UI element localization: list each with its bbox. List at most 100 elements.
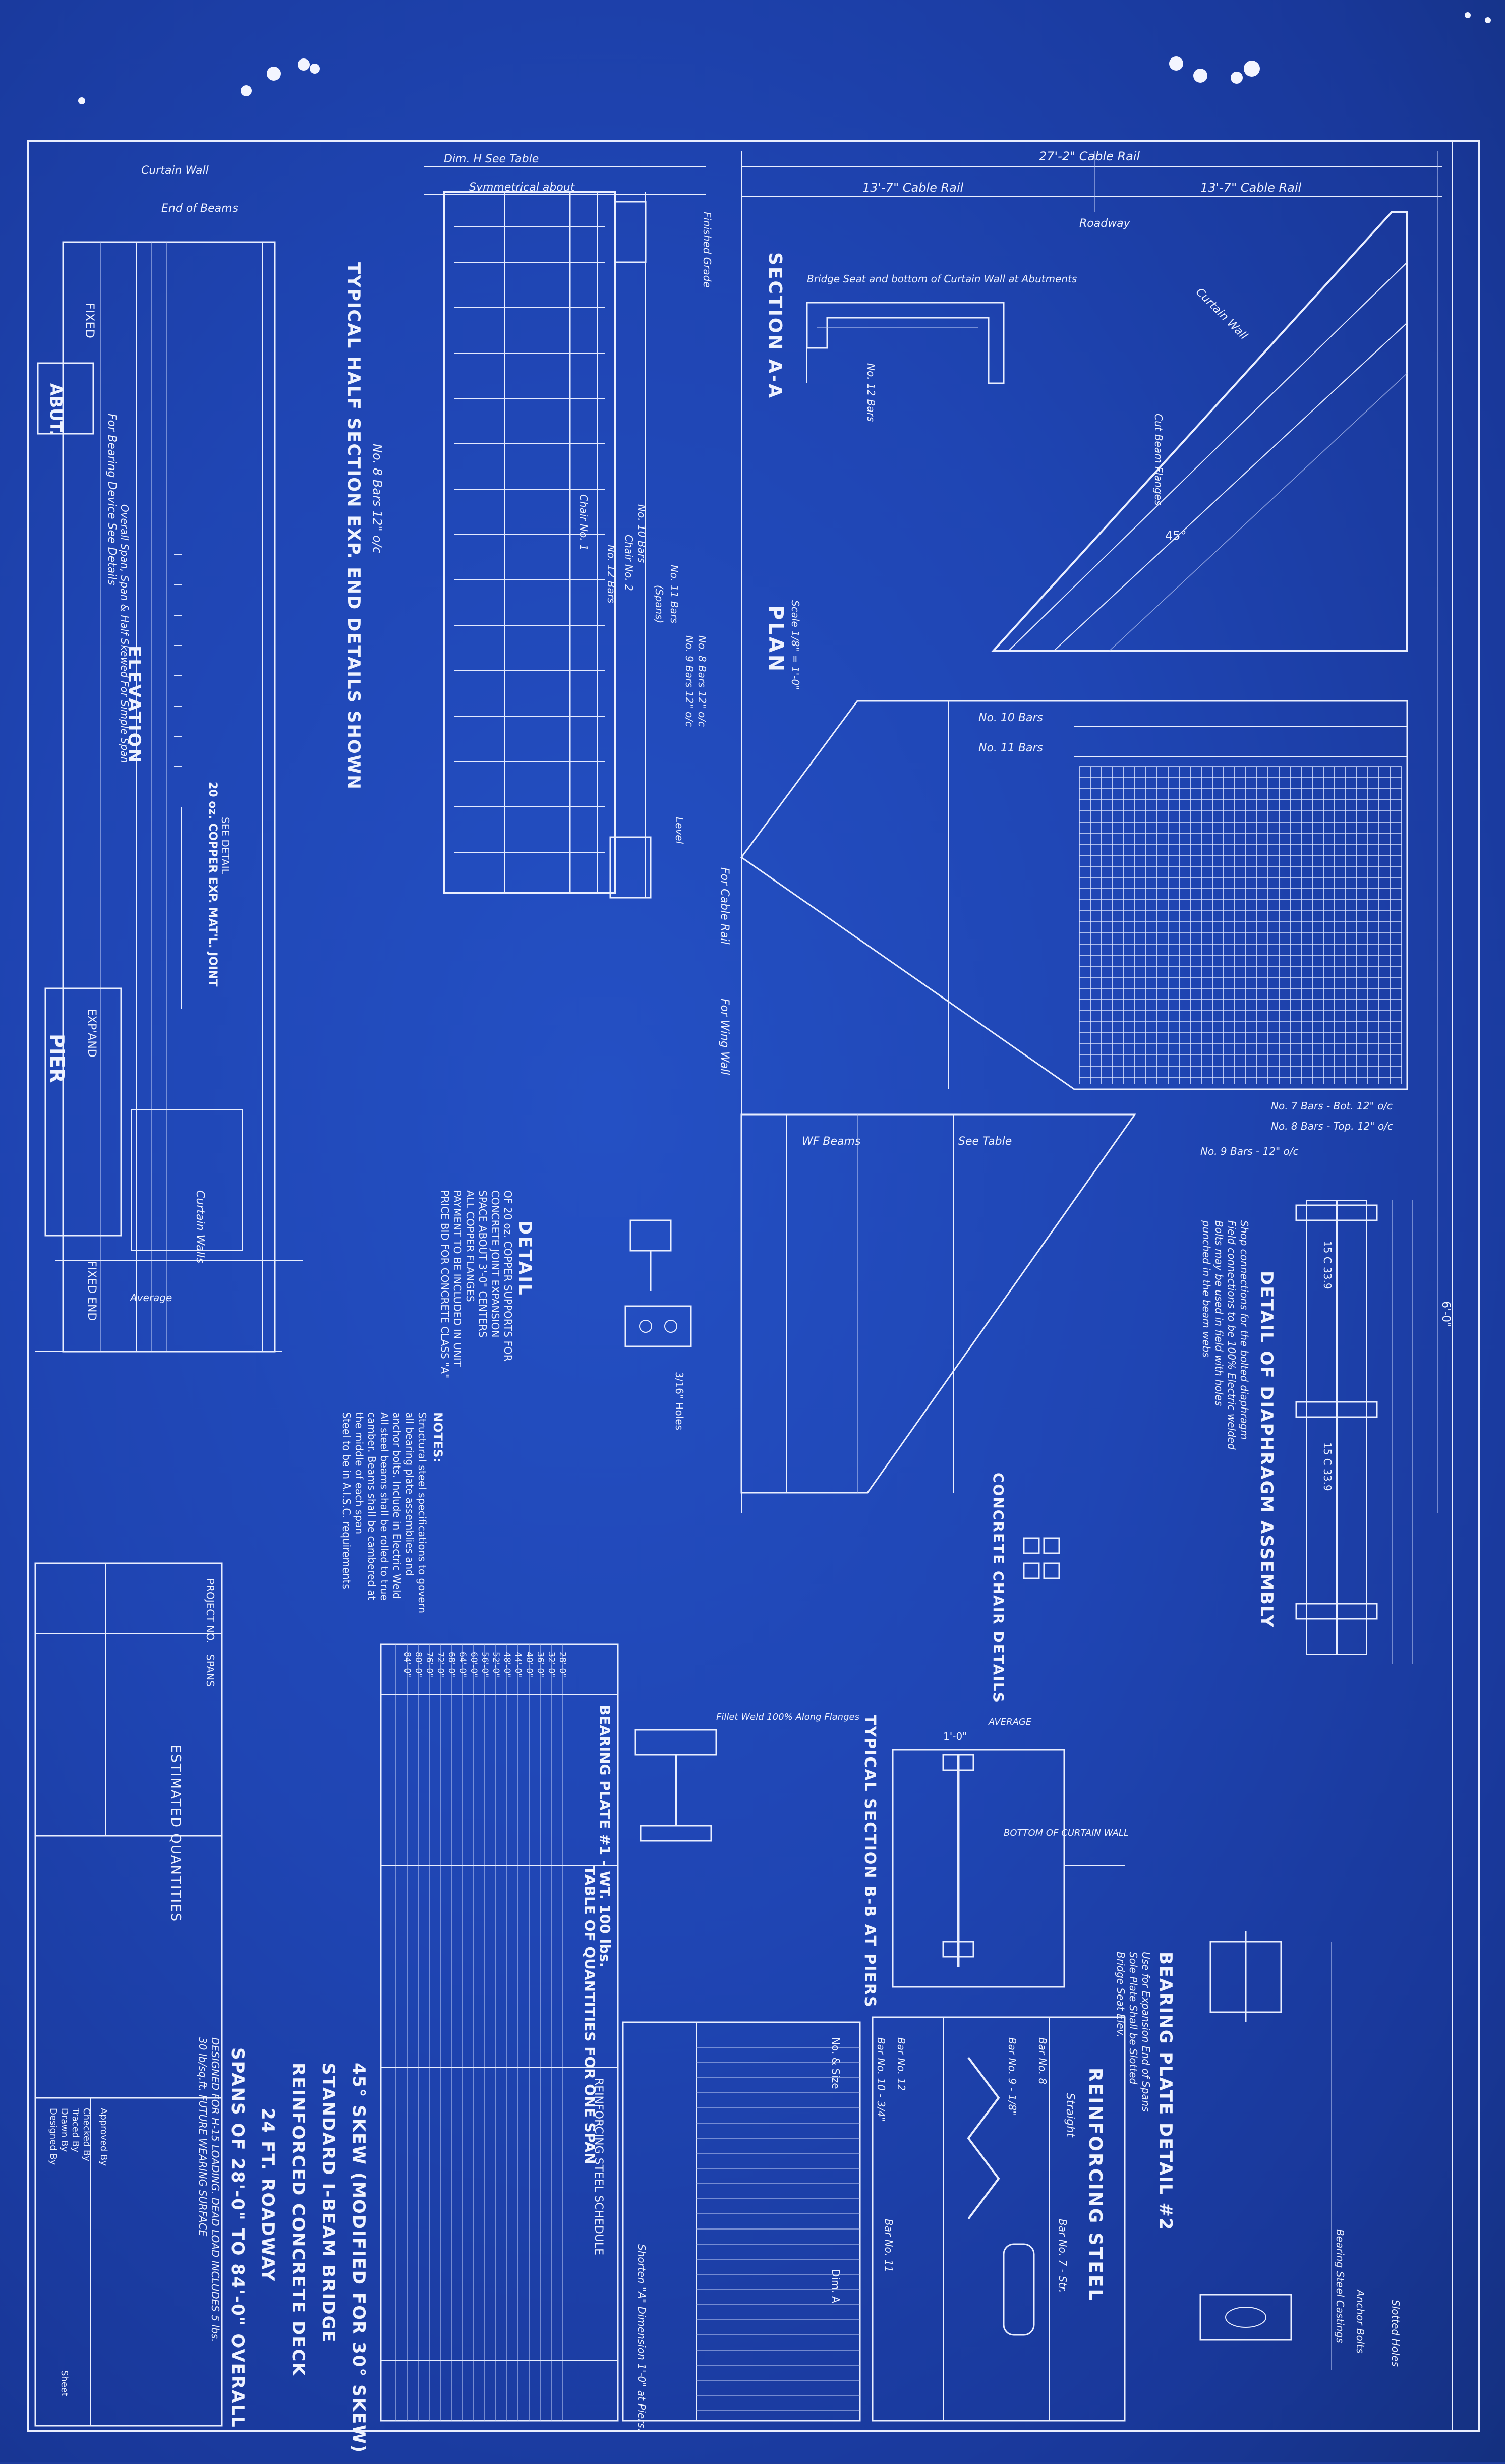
quantities-span-9: 60'-0" <box>469 1652 479 1677</box>
half-section-curb-rail: For Cable Rail <box>718 867 731 945</box>
half-section-bar-3: No. 8 Bars 12" o/c <box>696 635 708 727</box>
half-section-chair-2: Chair No. 2 <box>623 535 635 591</box>
plan-cut-beam: Cut Beam Flanges <box>1152 414 1165 505</box>
elevation-title: ELEVATION <box>124 646 144 765</box>
signoff-designed: Designed By <box>48 2108 59 2165</box>
section-bb-average: AVERAGE <box>988 1717 1032 1727</box>
section-bb-title: TYPICAL SECTION B-B AT PIERS <box>861 1715 879 2008</box>
copper-detail: DETAIL OF 20 oz. COPPER SUPPORTS FOR CON… <box>439 1190 692 1378</box>
plan-rebar-mesh <box>1079 766 1402 1084</box>
title-line-3: REINFORCED CONCRETE DECK <box>288 2063 308 2377</box>
concrete-chair-title: CONCRETE CHAIR DETAILS <box>990 1473 1007 1704</box>
half-section-title: TYPICAL HALF SECTION EXP. END DETAILS SH… <box>343 262 364 790</box>
elevation-label-curtain-wall: Curtain Wall <box>141 164 209 177</box>
notes-line-6: the middle of each span <box>353 1412 365 1534</box>
section-aa-bars: No. 12 Bars <box>865 363 877 422</box>
half-section-subtitle: No. 8 Bars 12" o/c <box>370 444 384 553</box>
plan-angle: 45° <box>1165 529 1187 543</box>
concrete-chair-details: CONCRETE CHAIR DETAILS 3/16" Holes <box>673 1372 1060 1704</box>
copper-detail-line-6: PRICE BID FOR CONCRETE CLASS "A" <box>439 1190 451 1378</box>
diaphragm-dim: 6'-0" <box>1439 1301 1452 1327</box>
signoff-checked: Checked By <box>81 2108 92 2161</box>
elevation-label-abut: ABUT. <box>46 383 66 436</box>
half-section-bar-5: No. 12 Bars <box>605 545 617 603</box>
elevation-label-average: Average <box>129 1292 172 1304</box>
copper-detail-line-4: ALL COPPER FLANGES <box>464 1190 476 1302</box>
quantities-span-8: 56'-0" <box>480 1652 490 1677</box>
notes-line-3: anchor bolts. Include in Electric Weld <box>391 1412 403 1599</box>
reinforcing-steel-bar-4: Bar No. 10 - 3/4" <box>875 2037 887 2122</box>
quantities-span-10: 64'-0" <box>457 1652 468 1677</box>
top-dim-right: 13'-7" Cable Rail <box>1200 181 1302 195</box>
estimated-project: PROJECT NO. <box>204 1578 216 1644</box>
reinforcing-steel-header-a: Dim. A <box>830 2269 842 2303</box>
top-dim-roadway: Roadway <box>1079 217 1131 230</box>
copper-detail-line-3: SPACE ABOUT 3'-0" CENTERS <box>477 1190 489 1338</box>
quantities-span-12: 72'-0" <box>435 1652 445 1677</box>
section-aa-title: SECTION A-A <box>765 252 785 399</box>
elevation-label-curtain-walls: Curtain Walls <box>194 1190 206 1263</box>
bearing-plate-2-line-1: Use for Expansion End of Spans <box>1140 1952 1152 2112</box>
elevation-label-pier: PIER <box>46 1034 68 1083</box>
elevation-label-end-of-beams: End of Beams <box>161 202 238 215</box>
quantities-span-3: 36'-0" <box>535 1652 545 1677</box>
notes-title: NOTES: <box>431 1412 445 1462</box>
half-section-finished-grade: Finished Grade <box>701 212 713 288</box>
elevation-bearing-note: For Bearing Device See Details <box>105 414 118 585</box>
quantities-span-1: 28'-0" <box>557 1652 567 1677</box>
quantities-span-2: 32'-0" <box>546 1652 556 1677</box>
quantities-span-14: 80'-0" <box>413 1652 423 1677</box>
top-dim-overall: 27'-2" Cable Rail <box>1039 149 1140 163</box>
copper-detail-line-5: PAYMENT TO BE INCLUDED IN UNIT <box>451 1190 464 1367</box>
quantities-table-spans: 28'-0"32'-0"36'-0"40'-0"44'-0"48'-0"52'-… <box>402 1652 567 1677</box>
quantities-table: TABLE OF QUANTITIES FOR ONE SPAN REINFOR… <box>380 1643 619 2422</box>
reinforcing-steel-bar-2: Bar No. 8 <box>1036 2037 1049 2084</box>
diaphragm-note-4: punched in the beam webs <box>1200 1220 1212 1358</box>
quantities-table-rows <box>395 1644 563 2421</box>
elevation-copper-strip: 20 oz. COPPER EXP. MAT'L. JOINT <box>206 782 219 987</box>
estimated-quantities: ESTIMATED QUANTITIES PROJECT NO. SPANS <box>34 1562 223 2099</box>
plan-curtain-wall: Curtain Wall <box>1193 286 1250 342</box>
bearing-plate-1-title: BEARING PLATE #1 - WT. 100 lbs. <box>597 1705 613 1967</box>
concrete-chair-holes: 3/16" Holes <box>673 1372 685 1430</box>
half-section-dim-h: Dim. H See Table <box>444 153 539 165</box>
half-section-wing-wall: For Wing Wall <box>718 999 731 1075</box>
quantities-span-5: 44'-0" <box>513 1652 523 1677</box>
plan-bars-9: No. 9 Bars - 12" o/c <box>1200 1145 1299 1157</box>
half-section-spans: (Spans) <box>653 585 665 623</box>
title-line-2: STANDARD I-BEAM BRIDGE <box>318 2063 338 2343</box>
diaphragm-member-2: 15 C 33.9 <box>1321 1442 1334 1491</box>
diaphragm-note-3: Bolts may be used in field with holes <box>1213 1220 1225 1406</box>
bearing-plate-2: BEARING PLATE DETAIL #2 Use for Expansio… <box>1115 1931 1402 2370</box>
copper-detail-line-2: CONCRETE JOINT EXPANSION <box>489 1190 501 1338</box>
half-section-chair-1: Chair No. 1 <box>577 494 590 551</box>
title-block: 45° SKEW (MODIFIED FOR 30° SKEW) STANDAR… <box>34 2037 369 2453</box>
quantities-span-13: 76'-0" <box>424 1652 434 1677</box>
section-bb-bottom: BOTTOM OF CURTAIN WALL <box>1004 1828 1129 1838</box>
diaphragm-title: DETAIL OF DIAPHRAGM ASSEMBLY <box>1256 1271 1277 1628</box>
elevation-see-detail: SEE DETAIL <box>219 817 231 875</box>
elevation-label-fixed: FIXED <box>83 303 97 338</box>
estimated-title: ESTIMATED QUANTITIES <box>168 1745 183 1922</box>
plan-bars-11: No. 11 Bars <box>978 742 1043 754</box>
notes-line-4: All steel beams shall be rolled to true <box>378 1412 390 1601</box>
quantities-span-7: 52'-0" <box>491 1652 501 1677</box>
notes-line-2: all bearing plate assemblies and <box>403 1412 416 1576</box>
top-dim-left: 13'-7" Cable Rail <box>862 181 964 195</box>
signoff-drawn: Drawn By <box>59 2108 70 2152</box>
plan-see-table: See Table <box>958 1135 1012 1148</box>
reinforcing-steel-shorten: Shorten "A" Dimension 1'-0" at Piers. <box>635 2244 648 2431</box>
estimated-spans: SPANS <box>204 1654 216 1687</box>
bearing-plate-1-note: Fillet Weld 100% Along Flanges <box>716 1712 859 1722</box>
bearing-plate-1: BEARING PLATE #1 - WT. 100 lbs. Fillet W… <box>597 1705 859 1967</box>
elevation-label-expand: EXP'AND <box>85 1009 98 1058</box>
title-line-6: DESIGNED FOR H-15 LOADING. DEAD LOAD INC… <box>209 2037 221 2342</box>
reinforcing-steel-straight: Straight <box>1064 2093 1076 2138</box>
notes-block: NOTES: Structural steel specifications t… <box>340 1412 445 1613</box>
sheet-border <box>27 140 1480 2432</box>
diaphragm-note-1: Shop connections for the bolted diaphrag… <box>1238 1220 1250 1440</box>
reinforcing-steel-bar-1: Bar No. 7 - Str. <box>1057 2219 1069 2293</box>
signoff-approved: Approved By <box>98 2108 109 2166</box>
